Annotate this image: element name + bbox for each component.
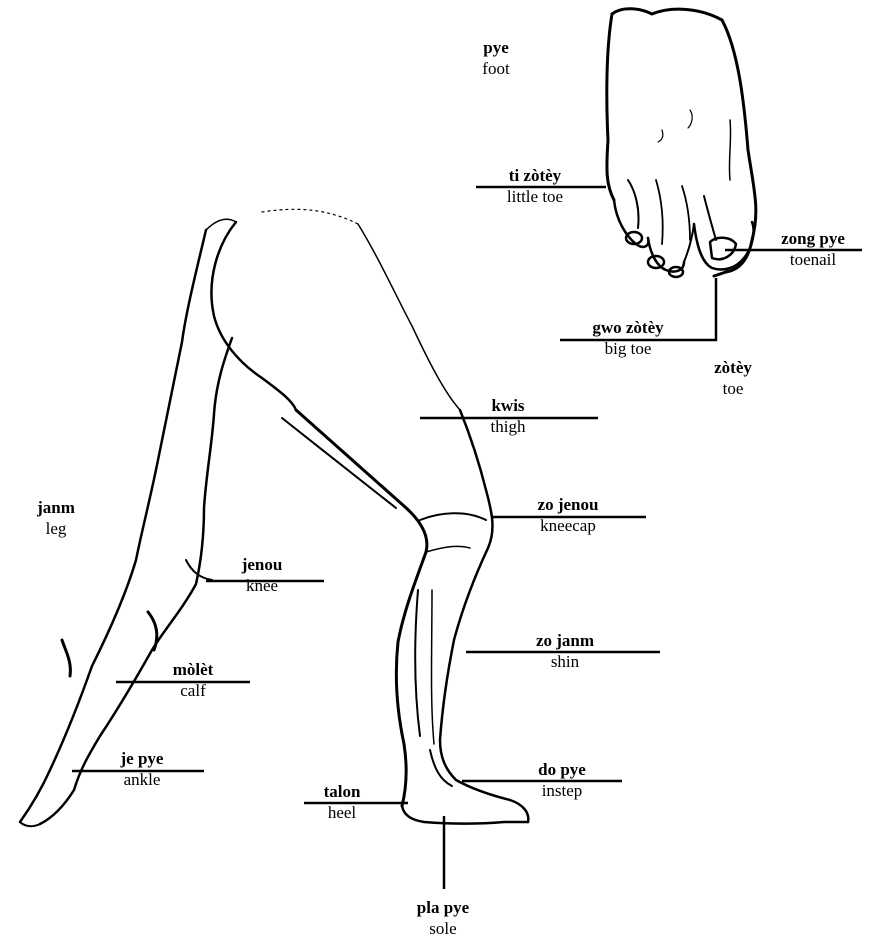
foot-drawing: [607, 9, 756, 277]
label-knee-term: jenou: [242, 554, 283, 575]
label-kneecap: zo jenou kneecap: [538, 494, 599, 536]
front-leg-drawing: [282, 410, 528, 824]
label-leg-gloss: leg: [37, 518, 75, 539]
label-toenail: zong pye toenail: [781, 228, 845, 270]
label-calf: mòlèt calf: [173, 659, 214, 701]
label-instep-gloss: instep: [538, 780, 586, 801]
label-toe-gloss: toe: [714, 378, 752, 399]
label-ankle-gloss: ankle: [121, 769, 164, 790]
label-instep-term: do pye: [538, 759, 586, 780]
label-heel-term: talon: [324, 781, 361, 802]
label-ankle-term: je pye: [121, 748, 164, 769]
label-foot: pye foot: [482, 37, 509, 79]
label-heel: talon heel: [324, 781, 361, 823]
label-leg-term: janm: [37, 497, 75, 518]
label-big-toe: gwo zòtèy big toe: [592, 317, 663, 359]
label-big-toe-gloss: big toe: [592, 338, 663, 359]
label-leg: janm leg: [37, 497, 75, 539]
label-foot-term: pye: [482, 37, 509, 58]
label-kneecap-gloss: kneecap: [538, 515, 599, 536]
label-foot-gloss: foot: [482, 58, 509, 79]
label-toe-term: zòtèy: [714, 357, 752, 378]
label-toe: zòtèy toe: [714, 357, 752, 399]
hip-drawing: [206, 209, 460, 410]
label-instep: do pye instep: [538, 759, 586, 801]
label-sole-term: pla pye: [417, 897, 469, 918]
label-sole: pla pye sole: [417, 897, 469, 939]
label-shin-gloss: shin: [536, 651, 594, 672]
label-toenail-term: zong pye: [781, 228, 845, 249]
label-shin-term: zo janm: [536, 630, 594, 651]
label-knee: jenou knee: [242, 554, 283, 596]
label-heel-gloss: heel: [324, 802, 361, 823]
label-toenail-gloss: toenail: [781, 249, 845, 270]
label-sole-gloss: sole: [417, 918, 469, 939]
label-kneecap-term: zo jenou: [538, 494, 599, 515]
label-thigh-term: kwis: [491, 395, 526, 416]
label-calf-term: mòlèt: [173, 659, 214, 680]
label-shin: zo janm shin: [536, 630, 594, 672]
label-ankle: je pye ankle: [121, 748, 164, 790]
label-thigh-gloss: thigh: [491, 416, 526, 437]
label-knee-gloss: knee: [242, 575, 283, 596]
label-calf-gloss: calf: [173, 680, 214, 701]
label-thigh: kwis thigh: [491, 395, 526, 437]
label-little-toe: ti zòtèy little toe: [507, 165, 563, 207]
label-little-toe-term: ti zòtèy: [507, 165, 563, 186]
label-big-toe-term: gwo zòtèy: [592, 317, 663, 338]
label-little-toe-gloss: little toe: [507, 186, 563, 207]
